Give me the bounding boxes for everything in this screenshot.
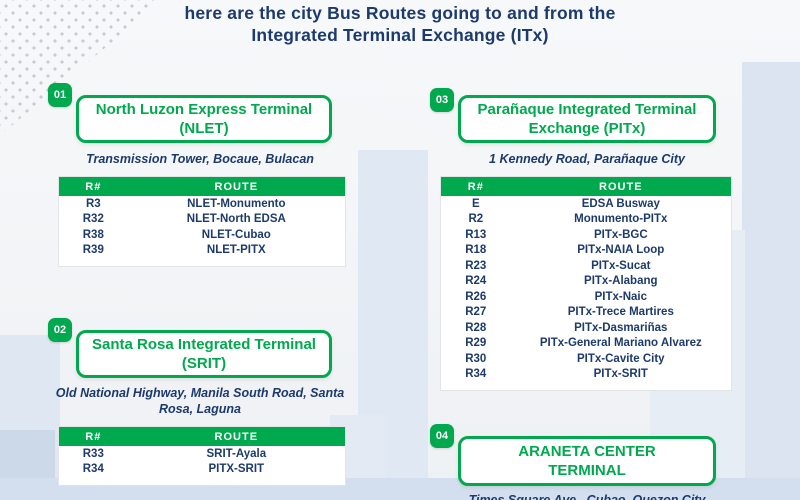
route-name: SRIT-Ayala: [206, 447, 267, 460]
route-name: PITx-Trece Martires: [567, 306, 674, 319]
column-header-route: ROUTE: [599, 180, 643, 193]
table-row: R34 PITx-SRIT: [441, 367, 731, 383]
route-code: E: [471, 197, 480, 210]
route-name: PITx-SRIT: [593, 368, 648, 381]
route-code: R24: [465, 275, 487, 288]
table-row: R39 NLET-PITX: [59, 243, 345, 259]
route-code: R32: [82, 213, 104, 226]
table-row: R3 NLET-Monumento: [59, 196, 345, 212]
table-row: R29 PITx-General Mariano Alvarez: [441, 336, 731, 352]
terminal-number-badge: 02: [48, 318, 72, 342]
route-name: NLET-Cubao: [201, 228, 271, 241]
route-code: R30: [465, 352, 487, 365]
route-name: NLET-Monumento: [187, 197, 286, 210]
table-header: R# ROUTE: [59, 177, 345, 196]
table-row: R18 PITx-NAIA Loop: [441, 243, 731, 259]
route-name: PITx-Alabang: [584, 275, 658, 288]
routes-table-nlet: R# ROUTE R3 NLET-Monumento R32 NLET-Nort…: [58, 176, 346, 267]
table-row: R27 PITx-Trece Martires: [441, 305, 731, 321]
terminal-name-line2: (NLET): [179, 120, 229, 137]
route-code: R23: [465, 259, 487, 272]
route-name: PITx-General Mariano Alvarez: [539, 337, 702, 350]
route-code: R38: [82, 228, 104, 241]
terminal-name-line2: (SRIT): [181, 355, 227, 372]
route-name: NLET-PITX: [206, 244, 266, 257]
table-row: R34 PITX-SRIT: [59, 462, 345, 478]
page-title: here are the city Bus Routes going to an…: [0, 2, 800, 47]
column-header-code: R#: [467, 180, 484, 193]
route-code: R33: [82, 447, 104, 460]
route-name: PITx-Dasmariñas: [574, 321, 668, 334]
terminal-name-line1: North Luzon Express Terminal: [95, 100, 313, 118]
table-row: R38 NLET-Cubao: [59, 227, 345, 243]
routes-table-srit: R# ROUTE R33 SRIT-Ayala R34 PITX-SRIT: [58, 426, 346, 486]
terminal-header-nlet: North Luzon Express Terminal (NLET): [76, 95, 332, 143]
table-header: R# ROUTE: [59, 427, 345, 446]
route-name: PITx-BGC: [593, 228, 648, 241]
table-row: R33 SRIT-Ayala: [59, 446, 345, 462]
terminal-number-badge: 04: [430, 424, 454, 448]
route-code: R27: [465, 306, 487, 319]
terminal-address: Old National Highway, Manila South Road,…: [55, 386, 345, 416]
route-name: NLET-North EDSA: [186, 213, 286, 226]
terminal-address: Transmission Tower, Bocaue, Bulacan: [86, 152, 314, 166]
table-header: R# ROUTE: [441, 177, 731, 196]
route-name: PITx-Sucat: [591, 259, 651, 272]
terminal-name-line1: Parañaque Integrated Terminal: [477, 100, 697, 118]
table-row: R2 Monumento-PITx: [441, 212, 731, 228]
terminal-name-line2: TERMINAL: [548, 462, 626, 479]
column-header-route: ROUTE: [214, 430, 259, 443]
table-row: R23 PITx-Sucat: [441, 258, 731, 274]
column-header-code: R#: [85, 180, 102, 193]
terminal-number-badge: 03: [430, 88, 454, 112]
route-name: PITx-Cavite City: [577, 352, 665, 365]
page-title-line2: Integrated Terminal Exchange (ITx): [251, 25, 549, 46]
route-code: R28: [465, 321, 487, 334]
terminal-address: 1 Kennedy Road, Parañaque City: [489, 152, 685, 166]
column-header-code: R#: [85, 430, 102, 443]
table-row: R13 PITx-BGC: [441, 227, 731, 243]
route-name: PITX-SRIT: [208, 463, 265, 476]
route-code: R34: [82, 463, 104, 476]
route-name: Monumento-PITx: [574, 213, 668, 226]
terminal-name-line1: Santa Rosa Integrated Terminal: [92, 335, 316, 353]
routes-table-pitx: R# ROUTE E EDSA Busway R2 Monumento-PITx…: [440, 176, 732, 391]
page-title-line1: here are the city Bus Routes going to an…: [184, 3, 616, 23]
table-row: R32 NLET-North EDSA: [59, 212, 345, 228]
route-code: R26: [465, 290, 487, 303]
route-code: R34: [465, 368, 487, 381]
building-silhouette: [742, 62, 800, 500]
table-row: R30 PITx-Cavite City: [441, 351, 731, 367]
table-row: E EDSA Busway: [441, 196, 731, 212]
route-name: PITx-Naic: [594, 290, 647, 303]
route-name: EDSA Busway: [581, 197, 660, 210]
terminal-header-srit: Santa Rosa Integrated Terminal (SRIT): [76, 330, 332, 378]
route-code: R18: [465, 244, 487, 257]
route-name: PITx-NAIA Loop: [577, 244, 665, 257]
route-code: R39: [82, 244, 104, 257]
terminal-header-pitx: Parañaque Integrated Terminal Exchange (…: [458, 95, 716, 143]
terminal-address: Times Square Ave., Cubao, Quezon City: [468, 493, 706, 500]
route-code: R2: [468, 213, 484, 226]
table-row: R24 PITx-Alabang: [441, 274, 731, 290]
terminal-number-badge: 01: [48, 83, 72, 107]
route-code: R3: [85, 197, 101, 210]
table-row: R28 PITx-Dasmariñas: [441, 320, 731, 336]
terminal-header-araneta: ARANETA CENTER TERMINAL: [458, 436, 716, 486]
route-code: R13: [465, 228, 487, 241]
route-code: R29: [465, 337, 487, 350]
terminal-name-line2: Exchange (PITx): [528, 120, 646, 137]
column-header-route: ROUTE: [214, 180, 259, 193]
table-row: R26 PITx-Naic: [441, 289, 731, 305]
terminal-name-line1: ARANETA CENTER: [518, 442, 656, 460]
